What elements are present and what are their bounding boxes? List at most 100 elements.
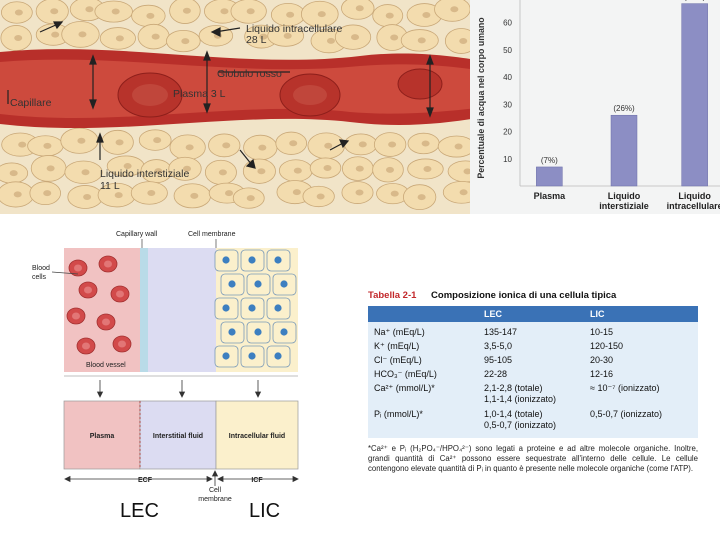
cell-nucleus (355, 5, 364, 12)
chart-category-label: intracellulare (667, 201, 720, 211)
table-footnote: *Ca²⁺ e Pᵢ (H₂PO₄⁻/HPO₄²⁻) sono legati a… (368, 444, 698, 473)
cell-nucleus (14, 35, 23, 42)
chart-svg: Percentuale di acqua nel corpo umano (7%… (476, 0, 720, 211)
cell-nucleus (280, 328, 288, 336)
ion-cell: Na⁺ (mEq/L) (374, 327, 425, 337)
ion-cell: Pᵢ (mmol/L)* (374, 409, 423, 419)
cell-nucleus (358, 141, 367, 148)
chart-y-tick-label: 30 (503, 100, 512, 109)
red-blood-cell-center (293, 85, 327, 105)
lec-cell: 22-28 (484, 369, 508, 379)
cell-nucleus (154, 168, 163, 175)
blood-cell-center (102, 318, 110, 326)
chart-bar (536, 166, 563, 187)
cell-nucleus (293, 167, 302, 174)
cell-nucleus (225, 190, 234, 197)
chart-bar (610, 114, 638, 187)
icf-bracket-arrowheads (217, 475, 299, 483)
chart-bars: (7%)(26%)(67%) (536, 0, 708, 187)
blood-cell-center (116, 290, 124, 298)
lec-cell: 1,0-1,4 (totale) 0,5-0,7 (ionizzato) (484, 409, 557, 430)
water-distribution-chart: Percentuale di acqua nel corpo umano (7%… (470, 0, 720, 214)
cell-nucleus (111, 8, 120, 15)
cell-nucleus (258, 144, 267, 151)
ecf-label: ECF (138, 477, 153, 484)
red-blood-cell-center (132, 84, 168, 106)
cell-nucleus (78, 31, 87, 38)
exchange-arrowhead (210, 27, 221, 37)
cell-nucleus (259, 33, 268, 40)
cell-nucleus (220, 8, 229, 15)
ion-cell: HCO₃⁻ (mEq/L) (374, 369, 437, 379)
cell-nucleus (388, 141, 397, 148)
cell-nucleus (9, 170, 18, 177)
chart-y-tick-label: 40 (503, 73, 512, 82)
cell-nucleus (274, 256, 282, 264)
cell-nucleus (274, 304, 282, 312)
blood-vessel-label: Blood vessel (86, 362, 126, 369)
cell-nucleus (18, 141, 27, 148)
mapping-arrowhead (96, 391, 104, 398)
cell-nucleus (463, 168, 472, 175)
blood-cells-pointer (51, 271, 79, 275)
exchange-arrowhead (245, 158, 256, 169)
table-row: K⁺ (mEq/L) 3,5-5,0 120-150 (368, 341, 698, 355)
capillary-wall (140, 248, 148, 372)
header-lic: LIC (590, 309, 605, 319)
cell-nucleus (114, 192, 123, 199)
chart-bar (681, 3, 708, 187)
cell-nucleus (228, 280, 236, 288)
cell-nucleus (450, 6, 459, 13)
lic-cell: 120-150 (590, 341, 624, 351)
ecf-bracket-arrowheads (64, 475, 213, 483)
cell-nucleus (46, 165, 55, 172)
cell-nucleus (222, 256, 230, 264)
cell-nucleus (153, 137, 162, 144)
blood-cell-center (82, 342, 90, 350)
capillary-wall-label: Capillary wall (116, 231, 158, 238)
interstitial-area (148, 248, 216, 372)
cell-nucleus (421, 140, 430, 147)
cell-nucleus (326, 37, 335, 44)
lic-cell: ≈ 10⁻⁷ (ionizzato) (590, 383, 660, 393)
table-header: LEC LIC (368, 306, 698, 322)
cell-nucleus (351, 34, 360, 41)
interstitial-volume: 11 L (100, 180, 120, 192)
tissue-cells-bottom (0, 127, 484, 210)
cell-nucleus (246, 195, 255, 202)
lec-cell: 3,5-5,0 (484, 341, 513, 351)
blood-cells-group (66, 255, 132, 355)
lic-cell: 0,5-0,7 (ionizzato) (590, 409, 663, 419)
intracellular-compartment (215, 400, 299, 470)
cell-nucleus (459, 37, 468, 44)
cell-nucleus (417, 37, 426, 44)
cell-nucleus (218, 169, 227, 176)
cell-nucleus (317, 11, 326, 18)
cell-nucleus (274, 352, 282, 360)
cell-label: Cell (209, 487, 222, 494)
exchange-arrowheads (89, 54, 97, 110)
table-number: Tabella 2-1 (368, 290, 417, 301)
header-lec: LEC (484, 309, 502, 319)
cell-nucleus (254, 280, 262, 288)
cell-nucleus (422, 11, 431, 18)
cell-nucleus (324, 142, 333, 149)
cell-nucleus (323, 165, 332, 172)
chart-data-label: (7%) (541, 156, 558, 165)
cell-nucleus (81, 169, 90, 176)
cell-nucleus (77, 137, 86, 144)
exchange-arrowheads (426, 54, 434, 118)
ion-cell: K⁺ (mEq/L) (374, 341, 420, 351)
cell-nucleus (423, 165, 432, 172)
exchange-arrowhead (53, 21, 64, 30)
blood-cell-center (72, 312, 80, 320)
cell-nucleus (385, 166, 394, 173)
intracellular-volume: 28 L (246, 34, 267, 46)
lic-cell: 12-16 (590, 369, 614, 379)
cell-nucleus (248, 352, 256, 360)
cell-nucleus (83, 193, 92, 200)
blood-cells-label-line1: Blood (32, 265, 50, 272)
cell-nucleus (289, 140, 298, 147)
